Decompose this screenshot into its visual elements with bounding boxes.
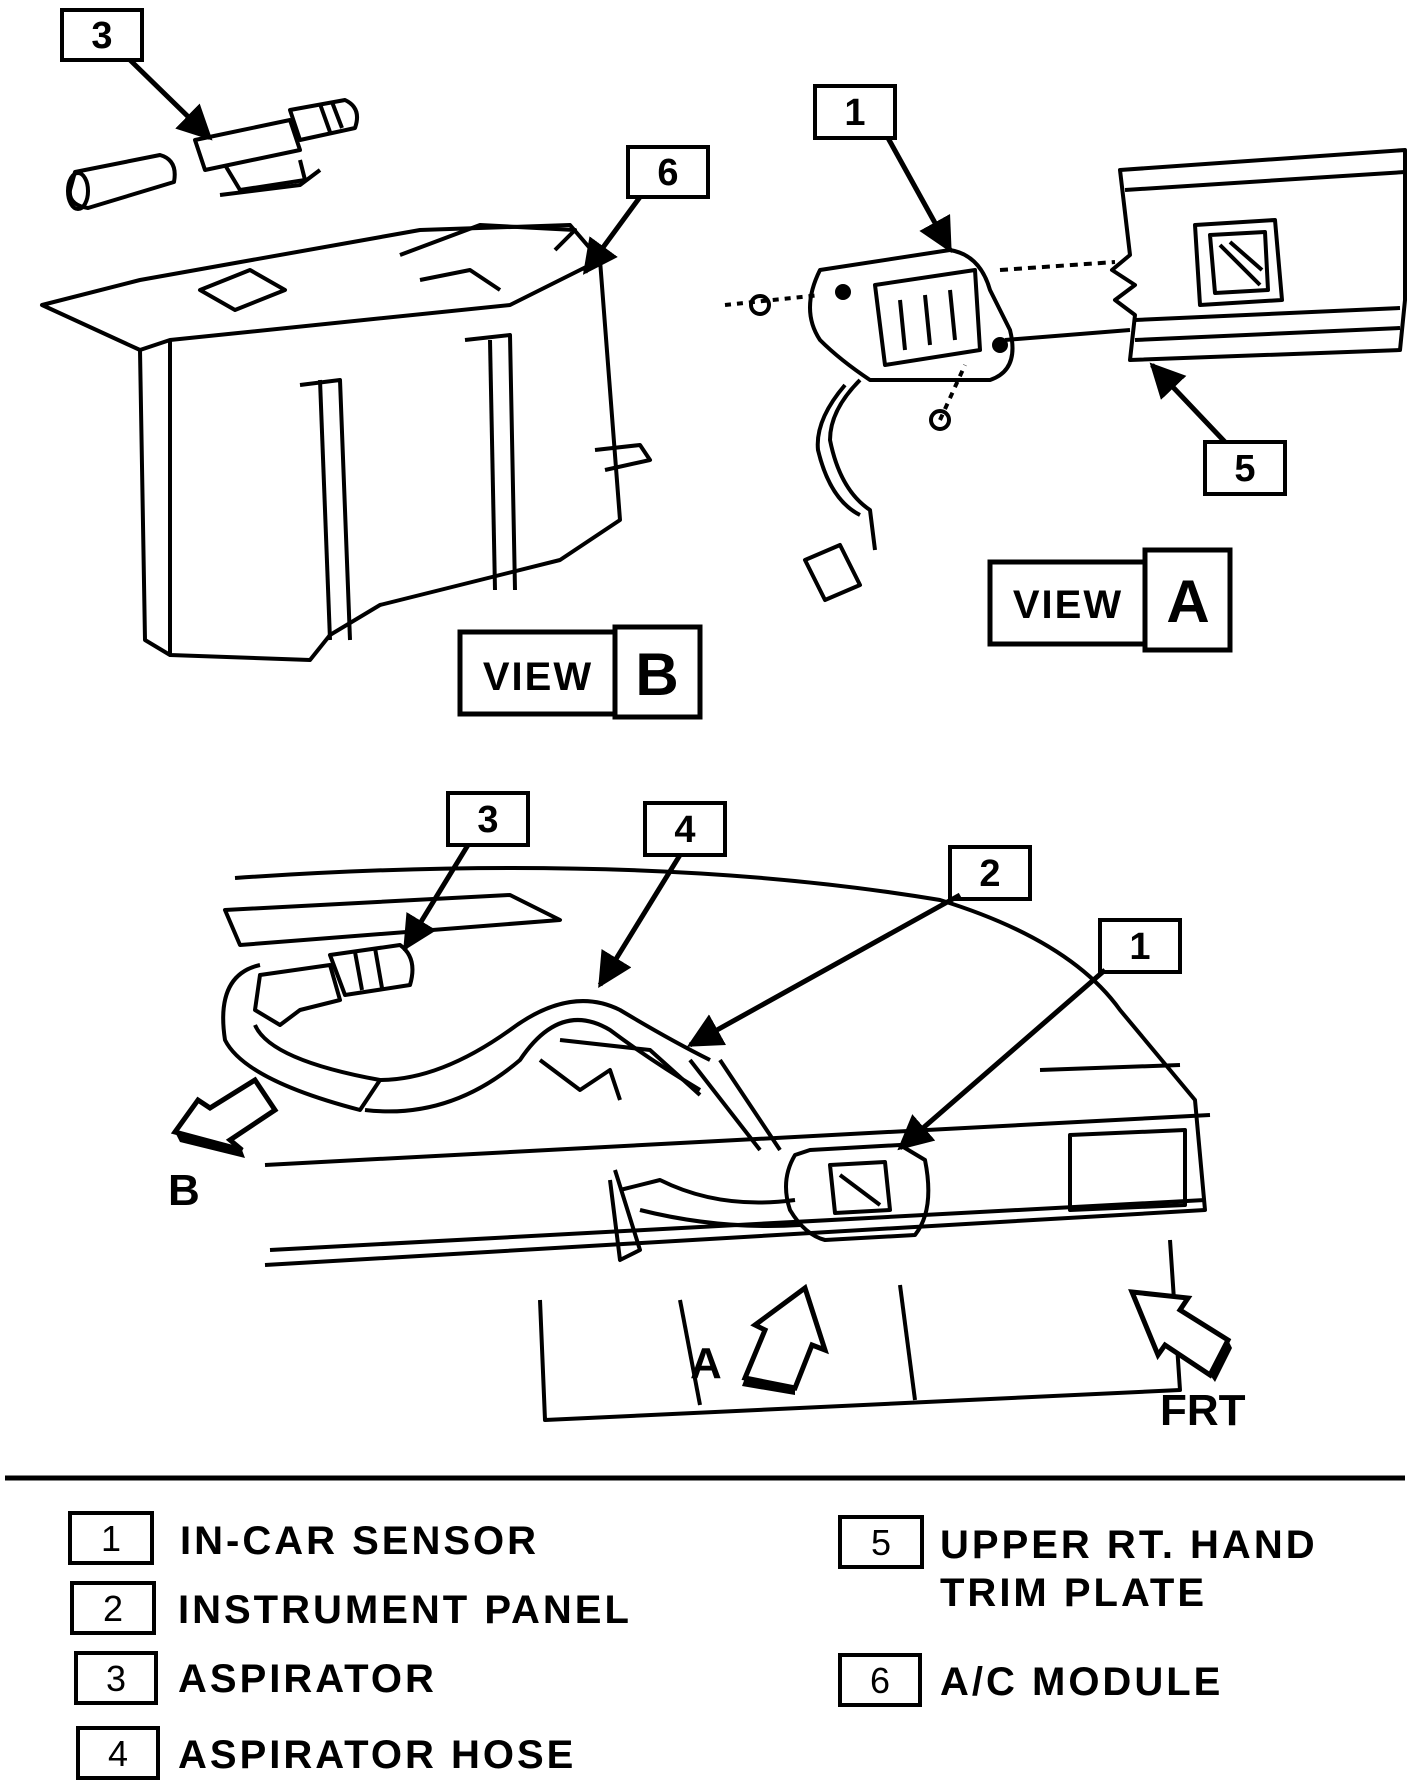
callout-4-main: 4	[597, 801, 727, 988]
svg-text:B: B	[168, 1166, 200, 1215]
svg-text:2: 2	[103, 1588, 123, 1629]
svg-text:A: A	[1166, 568, 1209, 635]
svg-text:2: 2	[979, 853, 1000, 895]
svg-text:4: 4	[108, 1733, 128, 1774]
trim-plate-part	[999, 148, 1407, 362]
in-car-sensor-part	[724, 248, 1015, 602]
svg-text:6: 6	[870, 1660, 890, 1701]
callout-6-view-b: 6	[582, 145, 710, 275]
svg-text:3: 3	[477, 799, 498, 841]
main-in-car-sensor	[619, 1143, 931, 1242]
svg-text:B: B	[635, 641, 678, 708]
front-direction-arrow: FRT	[1128, 1289, 1246, 1435]
view-b-label: VIEW B	[457, 624, 703, 720]
view-b-direction-arrow: B	[168, 1076, 279, 1215]
svg-text:3: 3	[106, 1658, 126, 1699]
main-illustration	[221, 865, 1211, 1422]
main-aspirator-part	[253, 943, 415, 1027]
svg-text:4: 4	[674, 809, 695, 851]
legend-item-6: 6 A/C MODULE	[838, 1653, 1223, 1707]
legend-item-4: 4 ASPIRATOR HOSE	[76, 1726, 576, 1780]
svg-text:A: A	[690, 1339, 722, 1388]
legend: 1 IN-CAR SENSOR 2 INSTRUMENT PANEL 3 ASP…	[68, 1511, 1318, 1780]
svg-text:A/C MODULE: A/C MODULE	[940, 1660, 1223, 1704]
callout-3-view-b: 3	[60, 8, 213, 141]
svg-text:ASPIRATOR HOSE: ASPIRATOR HOSE	[178, 1733, 576, 1777]
svg-text:3: 3	[91, 15, 112, 57]
ac-module	[40, 223, 652, 662]
svg-text:1: 1	[101, 1518, 121, 1559]
callout-1-main: 1	[897, 918, 1182, 1151]
view-a-illustration	[724, 148, 1407, 602]
svg-text:VIEW: VIEW	[1013, 583, 1123, 627]
callout-2-main: 2	[686, 845, 1032, 1048]
legend-item-1: 1 IN-CAR SENSOR	[68, 1511, 539, 1565]
view-a-label: VIEW A	[987, 547, 1233, 653]
svg-text:VIEW: VIEW	[483, 655, 593, 699]
svg-text:FRT: FRT	[1160, 1386, 1246, 1435]
svg-text:1: 1	[844, 92, 865, 134]
legend-item-5: 5 UPPER RT. HAND TRIM PLATE	[838, 1515, 1318, 1615]
callout-1-view-a: 1	[813, 84, 953, 254]
callout-5-view-a: 5	[1149, 362, 1287, 496]
aspirator-part	[193, 98, 359, 197]
callout-3-main: 3	[402, 791, 530, 951]
svg-text:ASPIRATOR: ASPIRATOR	[178, 1657, 437, 1701]
svg-text:5: 5	[1234, 448, 1255, 490]
aspirator-hose-piece	[66, 153, 177, 211]
svg-text:IN-CAR SENSOR: IN-CAR SENSOR	[180, 1519, 539, 1563]
svg-text:UPPER RT. HAND: UPPER RT. HAND	[940, 1523, 1318, 1567]
svg-text:TRIM PLATE: TRIM PLATE	[940, 1571, 1207, 1615]
view-b-illustration	[40, 98, 652, 662]
legend-item-2: 2 INSTRUMENT PANEL	[70, 1581, 632, 1635]
svg-text:5: 5	[871, 1522, 891, 1563]
svg-text:6: 6	[657, 152, 678, 194]
view-a-direction-arrow: A	[690, 1283, 829, 1395]
main-aspirator-hose	[221, 963, 782, 1152]
legend-item-3: 3 ASPIRATOR	[74, 1651, 437, 1705]
svg-text:INSTRUMENT PANEL: INSTRUMENT PANEL	[178, 1588, 632, 1632]
svg-text:1: 1	[1129, 926, 1150, 968]
